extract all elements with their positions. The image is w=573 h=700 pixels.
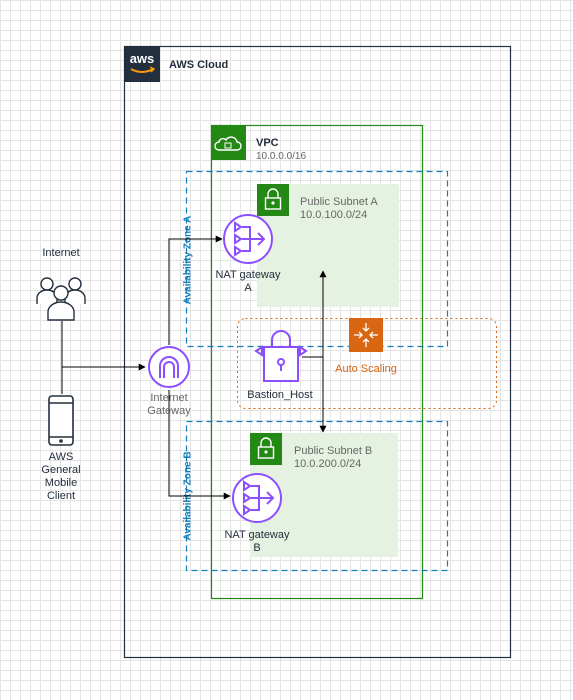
internet-gateway[interactable]: Internet Gateway: [147, 346, 191, 417]
aws-cloud-label: AWS Cloud: [169, 59, 228, 71]
public-subnet-a[interactable]: Public Subnet A 10.0.100.0/24: [257, 184, 399, 307]
availability-zone-a-label: Availability Zone A: [183, 216, 194, 305]
internet-gateway-icon: [148, 346, 190, 388]
mobile-phone-icon: [48, 395, 74, 446]
connector-users-igw: [61, 321, 146, 371]
subnet-a-title: Public Subnet A: [300, 196, 378, 208]
auto-scaling-label: Auto Scaling: [335, 363, 397, 375]
users-icon: [36, 277, 86, 321]
nat-a-label-line1: NAT gateway: [215, 269, 281, 281]
igw-label-line2: Gateway: [147, 405, 191, 417]
nat-gateway-b[interactable]: NAT gateway B: [224, 473, 290, 554]
auto-scaling-group[interactable]: Auto Scaling: [237, 318, 497, 409]
vpc-group[interactable]: VPC 10.0.0.0/16: [210, 124, 424, 600]
bastion-host[interactable]: Bastion_Host: [247, 330, 313, 401]
nat-b-label-line2: B: [253, 542, 260, 554]
internet-users[interactable]: Internet: [36, 247, 86, 321]
availability-zone-a[interactable]: Availability Zone A: [183, 170, 449, 348]
nat-gateway-a[interactable]: NAT gateway A: [215, 214, 281, 294]
mobile-label-line3: Mobile: [45, 477, 77, 489]
bastion-label: Bastion_Host: [247, 389, 312, 401]
nat-a-label-line2: A: [244, 282, 252, 294]
subnet-b-title: Public Subnet B: [294, 445, 372, 457]
aws-smile: [130, 68, 154, 73]
aws-cloud-group[interactable]: aws AWS Cloud: [123, 45, 512, 659]
connector-igw-nat-b: [168, 390, 231, 500]
mobile-client[interactable]: AWS General Mobile Client: [41, 395, 81, 502]
subnet-a-cidr: 10.0.100.0/24: [300, 209, 367, 221]
mobile-label-line1: AWS: [49, 451, 74, 463]
vpc-cidr: 10.0.0.0/16: [256, 151, 306, 162]
vpc-title: VPC: [256, 137, 279, 149]
connectors: [61, 235, 327, 500]
aws-logo-text: aws: [130, 51, 155, 66]
mobile-label-line2: General: [41, 464, 80, 476]
bastion-host-icon: [254, 330, 308, 382]
subnet-b-cidr: 10.0.200.0/24: [294, 458, 361, 470]
nat-gateway-icon: [232, 473, 282, 523]
nat-b-label-line1: NAT gateway: [224, 529, 290, 541]
connector-igw-nat-a: [168, 235, 223, 345]
internet-label: Internet: [42, 247, 79, 259]
nat-gateway-icon: [223, 214, 273, 264]
mobile-label-line4: Client: [47, 490, 75, 502]
aws-logo-icon: [124, 46, 160, 82]
igw-label-line1: Internet: [150, 392, 187, 404]
